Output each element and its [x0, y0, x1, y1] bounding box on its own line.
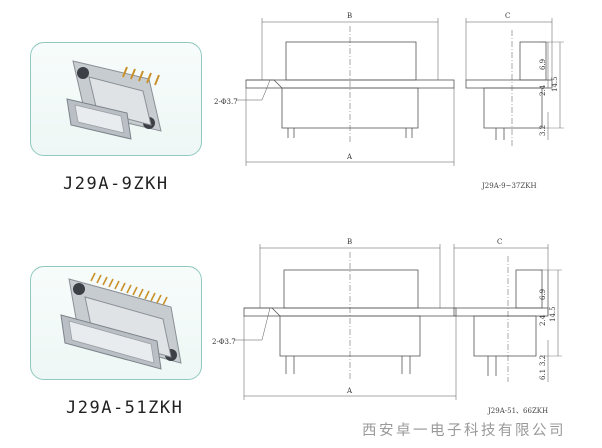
dimension-a-label: A — [346, 387, 353, 395]
connector-51-pin-illustration — [60, 272, 182, 370]
dimension-label: 3.2 — [539, 125, 547, 136]
dimension-c-label: C — [497, 238, 502, 246]
drawing-caption: J29A-51、66ZKH — [487, 407, 548, 415]
dimension-label: 2.4 — [539, 84, 547, 96]
company-watermark: 西安卓一电子科技有限公司 — [362, 423, 566, 439]
dimension-label: 6.9 — [539, 289, 547, 300]
dimension-a-label: A — [346, 153, 353, 161]
dimension-label: 14.5 — [551, 76, 559, 92]
model-label: J29A-51ZKH — [66, 398, 184, 418]
product-photo-card — [30, 42, 202, 156]
model-label: J29A-9ZKH — [63, 174, 169, 194]
drawing-caption: J29A-9~37ZKH — [481, 182, 537, 190]
product-photo-card — [30, 266, 202, 380]
dimension-label: 3.2 — [539, 355, 547, 366]
dimension-label: 14.5 — [549, 306, 557, 322]
dimension-label: 2.4 — [539, 314, 547, 326]
dimension-label: 6.9 — [539, 59, 547, 70]
hole-spec-label: 2-Φ3.7 — [214, 98, 238, 106]
dimension-c-label: C — [505, 12, 510, 20]
dimension-b-label: B — [347, 238, 352, 246]
dimension-b-label: B — [347, 12, 352, 20]
hole-spec-label: 2-Φ3.7 — [212, 338, 236, 346]
dimension-label: 6.1 — [539, 369, 547, 380]
connector-9-pin-illustration — [66, 60, 162, 140]
